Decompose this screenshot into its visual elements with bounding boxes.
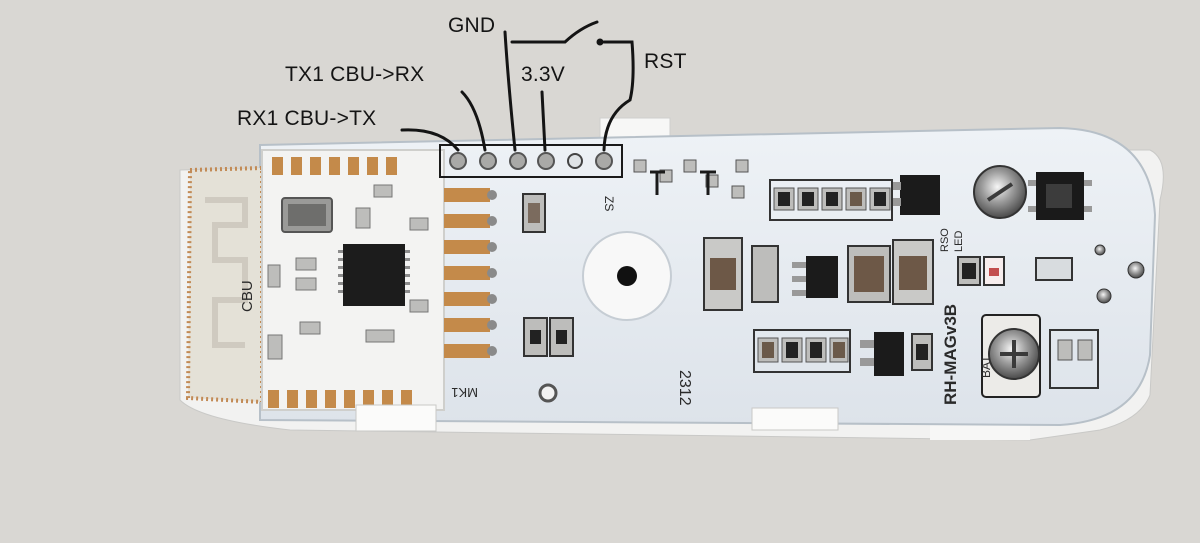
crystal-top: [288, 204, 326, 226]
transistor-q2: [874, 332, 904, 376]
mount-hole: [617, 266, 637, 286]
rst-annotation: RST: [644, 50, 687, 73]
edge-screw-3: [1094, 244, 1106, 256]
programming-header: [439, 144, 623, 178]
sense-resistors: [757, 337, 849, 363]
chip-u2: [1049, 329, 1099, 389]
cap-e1-body: [899, 256, 927, 290]
led-die: [989, 268, 999, 276]
date-code: 2312: [676, 370, 693, 406]
sensor-u3-window: [1046, 184, 1072, 208]
rx1-annotation: RX1 CBU->TX: [237, 107, 377, 130]
module-side-pads: [444, 188, 497, 358]
resistor-r4-body: [556, 330, 567, 344]
rx1-line: [400, 128, 460, 152]
annotation-lines: [400, 20, 635, 152]
v33-annotation: 3.3V: [521, 63, 565, 86]
switch-u4: [1035, 257, 1073, 281]
wifi-chip: [343, 244, 405, 306]
module-passives: [267, 184, 429, 360]
inductor-l0: [751, 245, 779, 303]
inductor-l1-body: [854, 256, 884, 292]
sensor-u3-pins: [1028, 180, 1092, 212]
cap-e2-body: [710, 258, 736, 290]
switch-contact: [596, 38, 604, 46]
resistor-array: [773, 187, 891, 211]
model-label: RH-MAGv3B: [941, 304, 960, 405]
u1-pins: [792, 262, 806, 296]
transistor-q1: [900, 175, 940, 215]
bat-screw-slot: [1000, 340, 1028, 368]
top-screw-slot: [986, 182, 1014, 202]
gnd-annotation: GND: [448, 14, 496, 37]
sense-resistor-box: [753, 329, 851, 373]
cap-c1-body: [528, 203, 540, 223]
module-id-label: MK1: [451, 385, 478, 400]
svg-text:RSO: RSO: [939, 228, 951, 252]
regulator-u1: [806, 256, 838, 298]
bottom-clip-right: [751, 407, 839, 431]
resistor-rs3-body: [916, 344, 928, 360]
resistor-array-box: [769, 179, 893, 221]
resistor-rso-body: [962, 263, 976, 279]
header-mark: ZS: [602, 196, 616, 211]
edge-screw-1: [1127, 261, 1145, 279]
via-hole: [538, 383, 558, 403]
edge-screw-2: [1096, 288, 1112, 304]
transistors-top: [633, 159, 749, 199]
svg-text:LED: LED: [953, 231, 965, 252]
v33-line: [540, 90, 547, 152]
rst-line: [602, 40, 635, 152]
gnd-line: [503, 30, 517, 152]
chip-pins: [338, 250, 410, 293]
resistor-r3-body: [530, 330, 541, 344]
header-pins: [449, 152, 613, 170]
gnd-switch-line: [510, 20, 599, 44]
led-silk-labels: RSO LED: [939, 228, 965, 252]
module-bottom-pads: [268, 390, 412, 408]
tx1-line: [460, 90, 487, 152]
tx1-annotation: TX1 CBU->RX: [285, 63, 425, 86]
bat-label: BAT: [979, 355, 993, 378]
antenna-trace: [205, 197, 248, 348]
bottom-clip-left: [355, 404, 437, 432]
module-label: CBU: [239, 280, 256, 312]
module-top-pads: [272, 157, 397, 175]
